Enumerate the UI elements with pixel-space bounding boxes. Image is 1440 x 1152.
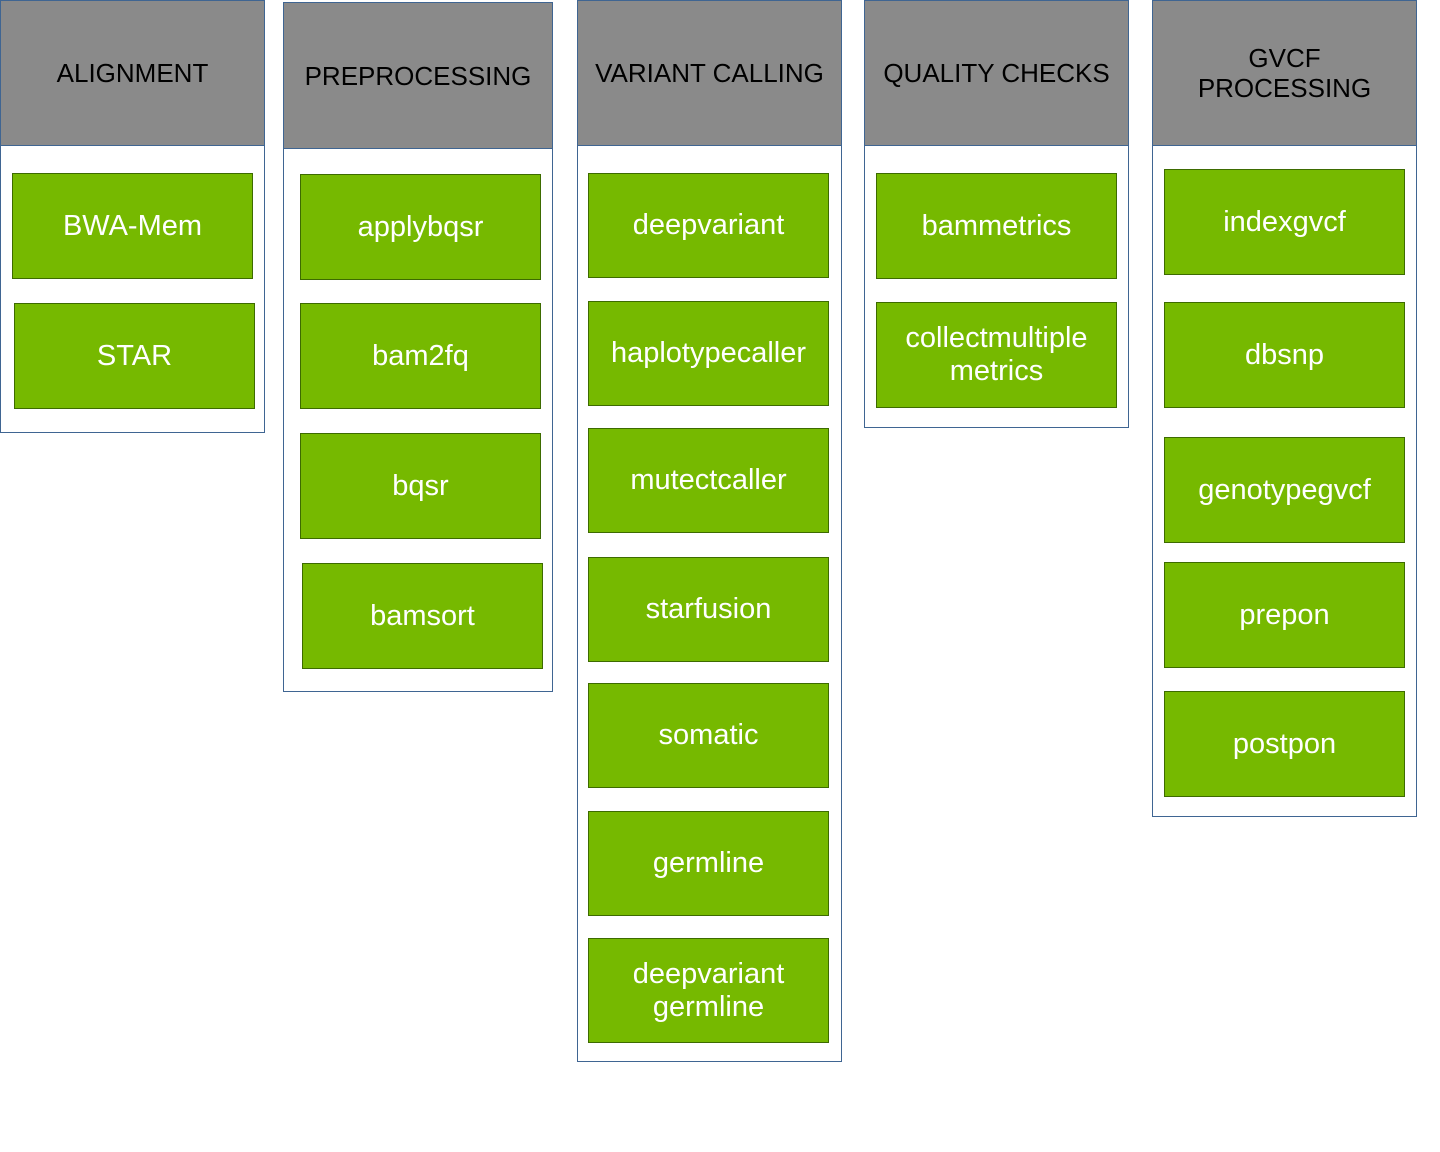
column-title: ALIGNMENT [56,58,209,88]
step-box[interactable]: dbsnp [1164,302,1405,408]
step-label: postpon [1232,727,1337,760]
column-title: PREPROCESSING [304,60,532,91]
step-box[interactable]: deepvariant germline [588,938,829,1043]
column-header: PREPROCESSING [284,3,552,149]
step-label: applybqsr [357,210,484,243]
column-title: VARIANT CALLING [595,58,824,88]
step-box[interactable]: applybqsr [300,174,541,280]
step-label: deepvariant germline [632,957,785,1023]
step-box[interactable]: bamsort [302,563,543,669]
column-variant-calling: VARIANT CALLING deepvariant haplotypecal… [577,0,842,1062]
step-box[interactable]: BWA-Mem [12,173,253,279]
step-box[interactable]: postpon [1164,691,1405,797]
step-box[interactable]: haplotypecaller [588,301,829,406]
step-box[interactable]: starfusion [588,557,829,662]
step-label: bam2fq [372,339,469,372]
column-gvcf-processing: GVCF PROCESSING indexgvcf dbsnp genotype… [1152,0,1417,817]
step-box[interactable]: genotypegvcf [1164,437,1405,543]
step-box[interactable]: bqsr [300,433,541,539]
column-title: QUALITY CHECKS [883,58,1110,88]
step-label: collectmultiple metrics [905,322,1088,387]
step-label: dbsnp [1244,338,1324,371]
step-label: BWA-Mem [62,209,203,242]
step-box[interactable]: germline [588,811,829,916]
step-label: bqsr [392,469,449,502]
column-header: ALIGNMENT [1,1,264,146]
column-alignment: ALIGNMENT BWA-Mem STAR [0,0,265,433]
step-label: bammetrics [921,209,1072,242]
step-label: mutectcaller [630,464,787,496]
step-label: germline [652,847,765,879]
column-header: VARIANT CALLING [578,1,841,146]
step-box[interactable]: bam2fq [300,303,541,409]
column-header: GVCF PROCESSING [1153,1,1416,146]
step-box[interactable]: bammetrics [876,173,1117,279]
step-label: deepvariant [632,209,785,241]
step-label: genotypegvcf [1198,473,1371,506]
step-box[interactable]: somatic [588,683,829,788]
step-box[interactable]: prepon [1164,562,1405,668]
column-header: QUALITY CHECKS [865,1,1128,146]
step-label: prepon [1239,598,1330,631]
step-box[interactable]: STAR [14,303,255,409]
step-label: indexgvcf [1223,205,1346,238]
step-box[interactable]: mutectcaller [588,428,829,533]
step-box[interactable]: deepvariant [588,173,829,278]
step-box[interactable]: collectmultiple metrics [876,302,1117,408]
column-quality-checks: QUALITY CHECKS bammetrics collectmultipl… [864,0,1129,428]
step-label: somatic [658,719,759,751]
column-title: GVCF PROCESSING [1197,43,1372,103]
column-preprocessing: PREPROCESSING applybqsr bam2fq bqsr bams… [283,2,553,692]
step-box[interactable]: indexgvcf [1164,169,1405,275]
step-label: bamsort [370,599,475,632]
step-label: STAR [96,339,173,372]
step-label: starfusion [645,593,772,625]
step-label: haplotypecaller [610,337,807,369]
